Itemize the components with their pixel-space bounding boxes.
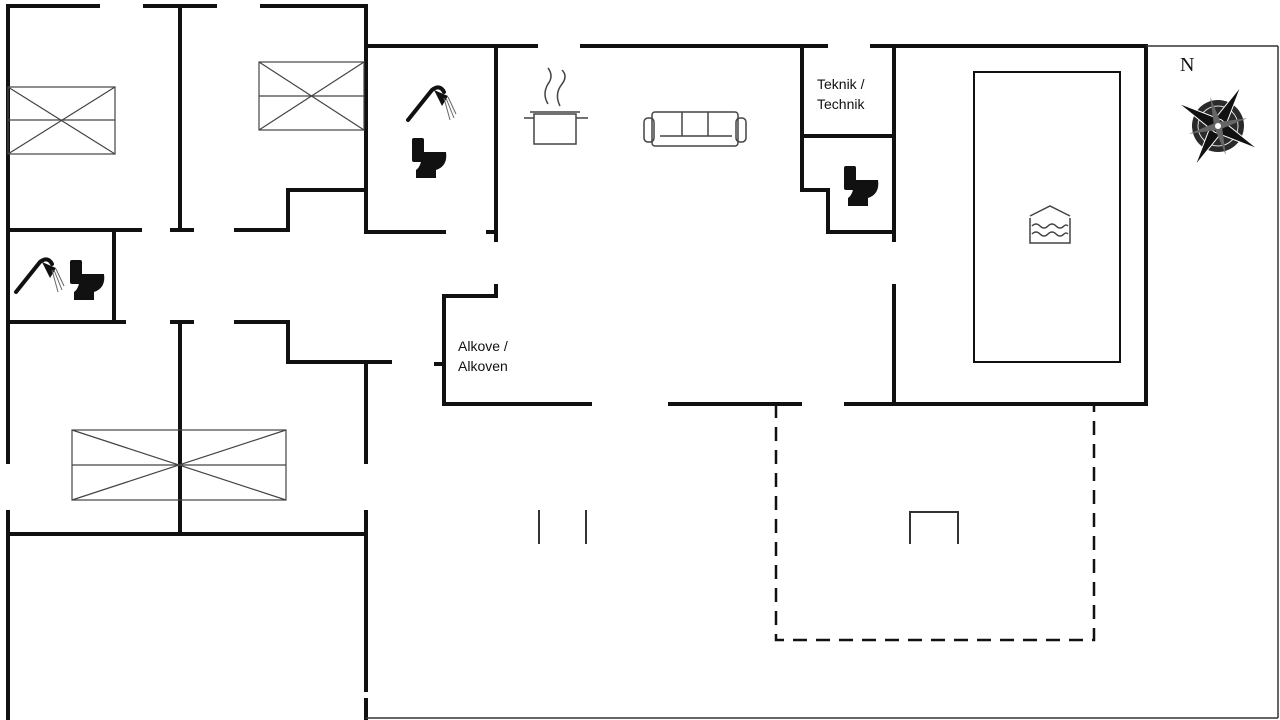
pool bbox=[973, 71, 1121, 363]
alkove-label-line1: Alkove / bbox=[458, 338, 508, 354]
double-bed-icon bbox=[71, 429, 287, 501]
terrace-outline bbox=[774, 404, 1096, 642]
shower-icon bbox=[14, 257, 65, 294]
compass-rose-icon bbox=[1177, 85, 1259, 167]
plot-boundary bbox=[366, 45, 1279, 719]
walls bbox=[6, 4, 1148, 720]
room-label-alkove: Alkove / Alkoven bbox=[458, 336, 508, 376]
sofa-icon bbox=[643, 111, 747, 147]
chair-icon bbox=[538, 510, 587, 544]
single-bed-icon bbox=[7, 86, 116, 155]
toilet-icon bbox=[412, 138, 447, 178]
room-label-technik: Teknik / Technik bbox=[817, 74, 864, 114]
cooking-pot-icon bbox=[524, 67, 588, 145]
chair-icon bbox=[909, 511, 959, 544]
alkove-label-line2: Alkoven bbox=[458, 358, 508, 374]
toilet-icon bbox=[70, 260, 105, 300]
single-bed-icon bbox=[258, 61, 365, 131]
pool-icon bbox=[1029, 205, 1071, 244]
technik-label-line2: Technik bbox=[817, 96, 865, 112]
compass-north-label: N bbox=[1180, 54, 1195, 76]
shower-icon bbox=[406, 85, 457, 122]
toilet-icon bbox=[844, 166, 879, 206]
technik-label-line1: Teknik / bbox=[817, 76, 865, 92]
